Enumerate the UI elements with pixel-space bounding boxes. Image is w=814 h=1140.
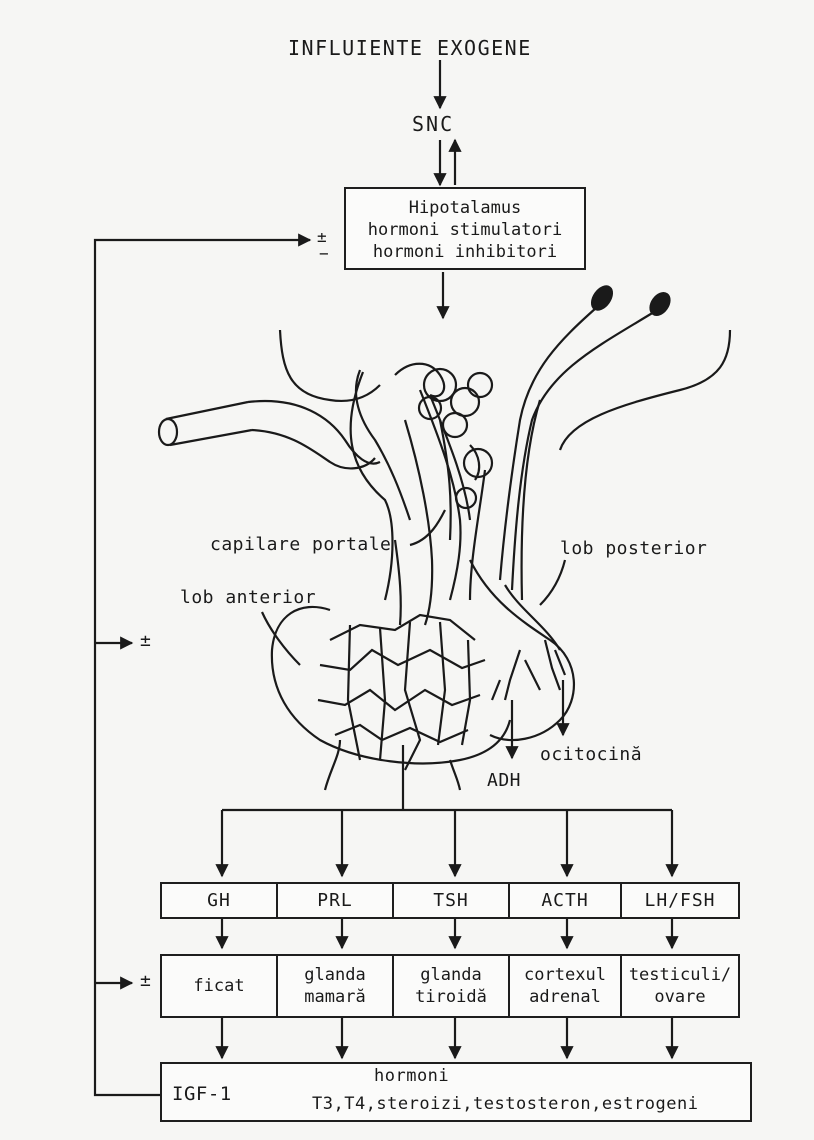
peripheral-hormones-list: T3,T4,steroizi,testosteron,estrogeni	[312, 1094, 698, 1114]
target-mammary-line1: glanda	[304, 964, 365, 986]
target-liver: ficat	[162, 956, 278, 1016]
target-adrenal: cortexul adrenal	[510, 956, 622, 1016]
target-thyroid-line2: tiroidă	[415, 986, 487, 1008]
oxytocin-label: ocitocină	[540, 744, 642, 765]
cns-label: SNC	[412, 112, 454, 136]
target-thyroid: glanda tiroidă	[394, 956, 510, 1016]
hormone-prl: PRL	[278, 884, 394, 917]
target-mammary-line2: mamară	[304, 986, 365, 1008]
peripheral-hormones-box: IGF-1 hormoni T3,T4,steroizi,testosteron…	[160, 1062, 752, 1122]
hormone-tsh: TSH	[394, 884, 510, 917]
igf1-label: IGF-1	[172, 1083, 232, 1105]
target-liver-line1: ficat	[193, 975, 244, 997]
target-gonads-line1: testiculi/	[629, 964, 731, 986]
portal-capillaries-label: capilare portale	[210, 534, 391, 555]
hypothalamus-box: Hipotalamus hormoni stimulatori hormoni …	[344, 187, 586, 270]
target-thyroid-line1: glanda	[420, 964, 481, 986]
adh-label: ADH	[487, 770, 521, 791]
hormone-acth: ACTH	[510, 884, 622, 917]
target-gonads: testiculi/ ovare	[622, 956, 738, 1016]
nerve-fiber-left	[280, 330, 380, 401]
exogenous-influences-label: INFLUIENTE EXOGENE	[288, 36, 532, 60]
hypothalamus-inhibiting: hormoni inhibitori	[346, 241, 584, 263]
hypothalamus-stimulating: hormoni stimulatori	[346, 219, 584, 241]
leader-posterior	[540, 560, 565, 605]
hormones-label: hormoni	[374, 1066, 449, 1086]
hormone-gh: GH	[162, 884, 278, 917]
target-mammary: glanda mamară	[278, 956, 394, 1016]
posterior-lobe-label: lob posterior	[560, 538, 707, 559]
feedback-sign-middle: ±	[140, 630, 151, 651]
hypothalamus-title: Hipotalamus	[346, 197, 584, 219]
portal-capillaries-drawing	[356, 364, 492, 625]
hormone-lh-fsh: LH/FSH	[622, 884, 738, 917]
target-adrenal-line2: adrenal	[529, 986, 601, 1008]
posterior-nerve-endings	[492, 640, 565, 700]
blood-vessel-icon	[159, 401, 380, 468]
anterior-capillary-network	[318, 615, 485, 790]
feedback-sign-top-minus: −	[319, 244, 329, 263]
target-organs-row: ficat glanda mamară glanda tiroidă corte…	[160, 954, 740, 1018]
leader-anterior	[262, 612, 300, 665]
target-adrenal-line1: cortexul	[524, 964, 606, 986]
hormones-row: GH PRL TSH ACTH LH/FSH	[160, 882, 740, 919]
feedback-sign-lower: ±	[140, 970, 151, 991]
target-gonads-line2: ovare	[654, 986, 705, 1008]
anterior-lobe-label: lob anterior	[180, 587, 316, 608]
